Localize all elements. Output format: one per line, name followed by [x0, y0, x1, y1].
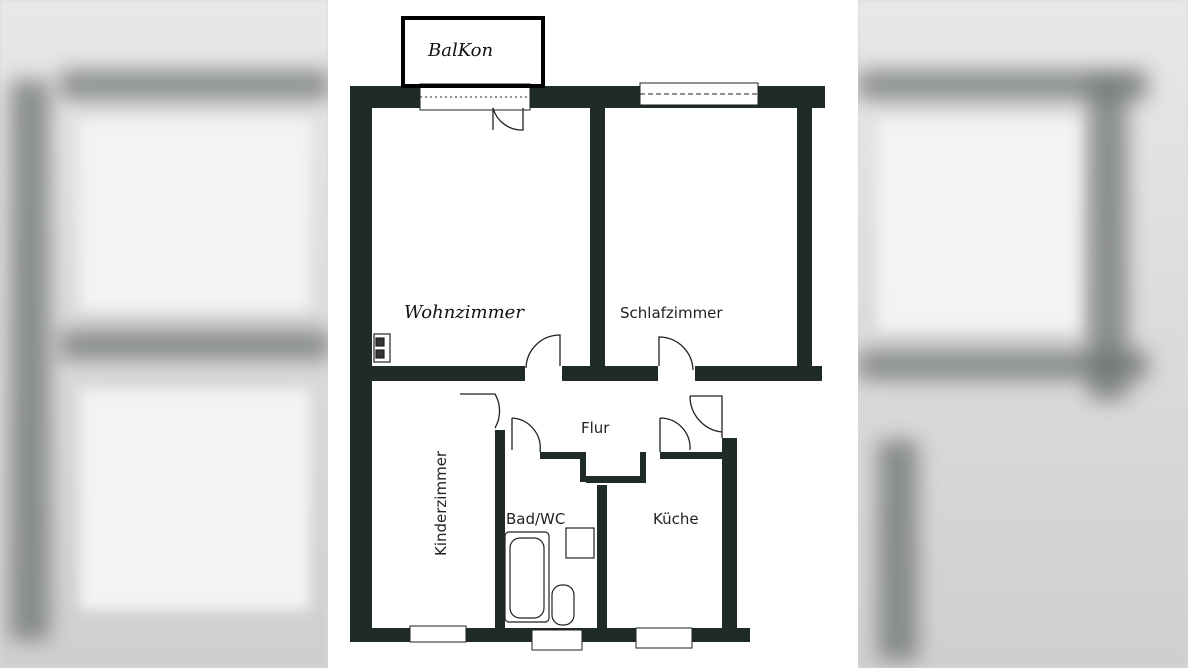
window-kinder	[409, 625, 467, 643]
doors	[460, 107, 723, 453]
wall-bad-right	[597, 485, 607, 636]
label-flur: Flur	[581, 419, 610, 437]
label-balkon: BalKon	[427, 40, 493, 61]
toilet	[551, 584, 575, 626]
label-schlafzimmer: Schlafzimmer	[620, 304, 723, 322]
label-kinderzimmer: Kinderzimmer	[432, 450, 450, 556]
window-kueche	[635, 627, 693, 649]
door-kinderzimmer	[460, 393, 501, 429]
wall-bad-left	[495, 430, 505, 636]
blurred-background-right	[858, 0, 1188, 668]
door-schlafzimmer	[658, 336, 694, 371]
window-bad	[531, 629, 583, 651]
label-bad: Bad/WC	[506, 510, 565, 528]
fixtures	[373, 333, 595, 626]
wall-left	[350, 86, 372, 642]
balcony	[401, 16, 545, 88]
door-kueche	[659, 417, 691, 452]
wall-hall-mid	[562, 366, 658, 381]
sink	[565, 527, 595, 559]
balcony-door	[492, 107, 524, 131]
door-bad	[511, 417, 541, 453]
label-kueche: Küche	[653, 510, 699, 528]
label-wohnzimmer: Wohnzimmer	[404, 302, 525, 323]
blurred-background-left	[0, 0, 330, 668]
door-entrance	[689, 395, 723, 438]
wall-hall-left	[372, 366, 525, 381]
wall-kueche-right	[722, 438, 737, 642]
door-wohnzimmer	[525, 334, 561, 369]
bathtub	[504, 531, 550, 623]
wall-middle	[590, 108, 605, 380]
wall-bad-top	[540, 452, 580, 459]
wall-right-schlaf	[797, 108, 812, 380]
wall-kueche-top	[660, 452, 722, 459]
wall-hall-right	[695, 366, 822, 381]
stove	[373, 333, 391, 363]
